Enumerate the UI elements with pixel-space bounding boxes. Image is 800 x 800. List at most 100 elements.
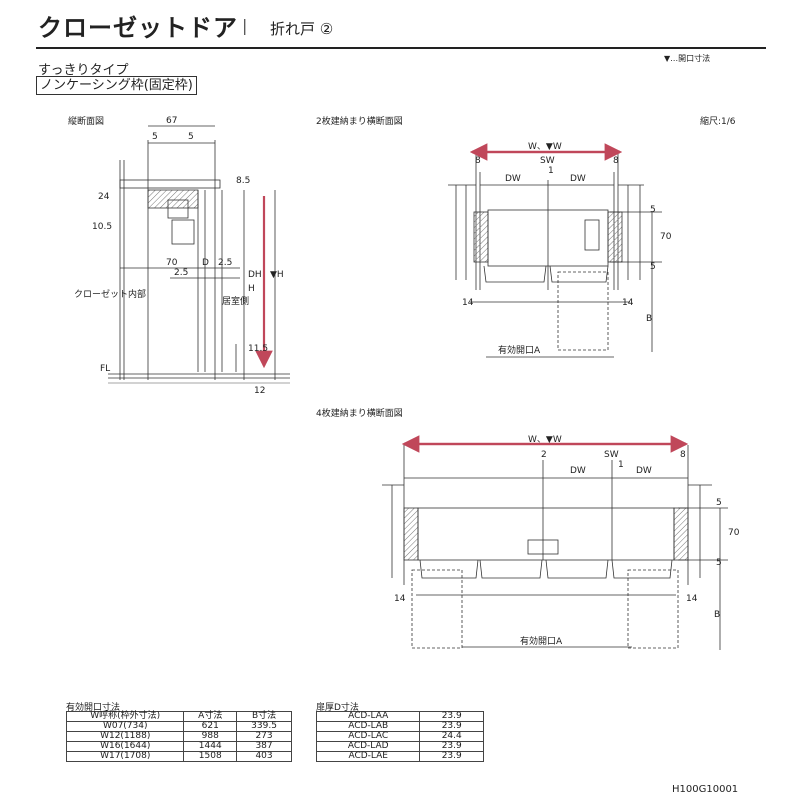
dim-D: D bbox=[202, 258, 209, 268]
two-panel-dim-B: B bbox=[646, 314, 653, 324]
two-panel-dim-14-right: 14 bbox=[622, 298, 634, 308]
table-cell: 23.9 bbox=[419, 711, 484, 722]
two-panel-dim-dw-left: DW bbox=[505, 174, 521, 184]
four-panel-dim-5-top: 5 bbox=[716, 498, 722, 508]
product-code: H100G10001 bbox=[672, 784, 739, 795]
table-row: W17(1708) 1508 403 bbox=[65, 751, 292, 762]
thickness-table: ACD-LAA 23.9 ACD-LAB 23.9 ACD-LAC 24.4 A… bbox=[315, 711, 484, 762]
four-panel-dim-sw: SW bbox=[604, 450, 619, 460]
table-cell: ACD-LAE bbox=[315, 751, 421, 762]
four-panel-dim-14-left: 14 bbox=[394, 594, 406, 604]
scale-label: 縮尺:1/6 bbox=[700, 117, 736, 127]
legend-note: ▼…開口寸法 bbox=[664, 54, 711, 63]
four-panel-dim-dw-left: DW bbox=[570, 466, 586, 476]
two-panel-section-drawing bbox=[448, 152, 662, 358]
title-separator: | bbox=[242, 16, 248, 35]
dim-10-5: 10.5 bbox=[92, 222, 113, 232]
dim-open-H: ▼H bbox=[270, 270, 284, 280]
table-cell: W17(1708) bbox=[65, 751, 185, 762]
table-row: ACD-LAA 23.9 bbox=[315, 711, 484, 722]
page-subtitle: 折れ戸 ② bbox=[270, 20, 334, 38]
table-header-cell: B寸法 bbox=[236, 711, 292, 722]
two-panel-dim-1: 1 bbox=[548, 166, 554, 176]
two-panel-dim-w: W、▼W bbox=[528, 142, 562, 152]
two-panel-dim-dw-right: DW bbox=[570, 174, 586, 184]
frame-label: ノンケーシング枠(固定枠) bbox=[36, 76, 197, 95]
two-panel-dim-sw: SW bbox=[540, 156, 555, 166]
closet-inside-label: クローゼット内部 bbox=[74, 290, 147, 300]
dim-67: 67 bbox=[166, 116, 178, 126]
table-cell: ACD-LAC bbox=[315, 731, 421, 742]
table-cell: W16(1644) bbox=[65, 741, 185, 752]
page-title: クローゼットドア bbox=[38, 14, 238, 42]
table-cell: 23.9 bbox=[419, 751, 484, 762]
type-label: すっきりタイプ bbox=[38, 63, 129, 78]
table-row: W16(1644) 1444 387 bbox=[65, 741, 292, 752]
four-panel-dim-B: B bbox=[714, 610, 721, 620]
table-header-row: W呼称(枠外寸法) A寸法 B寸法 bbox=[65, 711, 292, 722]
four-panel-dim-70: 70 bbox=[728, 528, 740, 538]
table-cell: 403 bbox=[236, 751, 292, 762]
table-row: ACD-LAE 23.9 bbox=[315, 751, 484, 762]
header-rule bbox=[36, 47, 766, 49]
four-panel-dim-5-bottom: 5 bbox=[716, 558, 722, 568]
four-panel-opening: 有効開口A bbox=[520, 637, 563, 647]
table-cell: 339.5 bbox=[236, 721, 292, 732]
table-cell: 1508 bbox=[183, 751, 238, 762]
table-cell: 621 bbox=[183, 721, 238, 732]
table-cell: 1444 bbox=[183, 741, 238, 752]
two-panel-dim-5-bottom: 5 bbox=[650, 262, 656, 272]
thickness-table-caption: 扉厚D寸法 bbox=[316, 703, 359, 713]
dim-H: H bbox=[248, 284, 255, 294]
table-row: W07(734) 621 339.5 bbox=[65, 721, 292, 732]
four-panel-section-drawing bbox=[382, 445, 728, 650]
two-panel-opening: 有効開口A bbox=[498, 346, 541, 356]
vertical-section-drawing bbox=[108, 125, 290, 384]
room-side-label: 居室側 bbox=[222, 297, 250, 307]
dim-5-left: 5 bbox=[152, 132, 158, 142]
dim-12: 12 bbox=[254, 386, 266, 396]
two-panel-dim-8-left: 8 bbox=[475, 156, 481, 166]
table-row: ACD-LAB 23.9 bbox=[315, 721, 484, 732]
vertical-section-title: 縦断面図 bbox=[68, 117, 105, 127]
table-cell: 24.4 bbox=[419, 731, 484, 742]
table-cell: W07(734) bbox=[65, 721, 185, 732]
table-cell: ACD-LAA bbox=[315, 711, 421, 722]
dim-8-5: 8.5 bbox=[236, 176, 251, 186]
dim-5-right: 5 bbox=[188, 132, 194, 142]
two-panel-dim-14-left: 14 bbox=[462, 298, 474, 308]
table-header-cell: W呼称(枠外寸法) bbox=[65, 711, 185, 722]
table-cell: 387 bbox=[236, 741, 292, 752]
table-cell: 23.9 bbox=[419, 721, 484, 732]
table-cell: W12(1188) bbox=[65, 731, 185, 742]
table-row: W12(1188) 988 273 bbox=[65, 731, 292, 742]
fl-label: FL bbox=[100, 364, 111, 374]
two-panel-dim-5-top: 5 bbox=[650, 205, 656, 215]
table-row: ACD-LAC 24.4 bbox=[315, 731, 484, 742]
four-panel-dim-w: W、▼W bbox=[528, 435, 562, 445]
table-cell: ACD-LAB bbox=[315, 721, 421, 732]
four-panel-dim-8: 8 bbox=[680, 450, 686, 460]
two-panel-dim-70: 70 bbox=[660, 232, 672, 242]
dim-DH: DH bbox=[248, 270, 262, 280]
table-cell: 988 bbox=[183, 731, 238, 742]
table-row: ACD-LAD 23.9 bbox=[315, 741, 484, 752]
two-panel-title: 2枚建納まり横断面図 bbox=[316, 117, 403, 127]
dim-11-5: 11.5 bbox=[248, 344, 269, 354]
dim-2-5-right: 2.5 bbox=[218, 258, 233, 268]
table-cell: 273 bbox=[236, 731, 292, 742]
dim-24: 24 bbox=[98, 192, 110, 202]
opening-table-caption: 有効開口寸法 bbox=[66, 703, 121, 713]
table-cell: ACD-LAD bbox=[315, 741, 421, 752]
four-panel-dim-dw-right: DW bbox=[636, 466, 652, 476]
table-cell: 23.9 bbox=[419, 741, 484, 752]
four-panel-title: 4枚建納まり横断面図 bbox=[316, 409, 403, 419]
table-header-cell: A寸法 bbox=[183, 711, 238, 722]
dim-70: 70 bbox=[166, 258, 178, 268]
four-panel-dim-2: 2 bbox=[541, 450, 547, 460]
four-panel-dim-1: 1 bbox=[618, 460, 624, 470]
opening-table: W呼称(枠外寸法) A寸法 B寸法 W07(734) 621 339.5 W12… bbox=[65, 711, 292, 762]
two-panel-dim-8-right: 8 bbox=[613, 156, 619, 166]
four-panel-dim-14-right: 14 bbox=[686, 594, 698, 604]
